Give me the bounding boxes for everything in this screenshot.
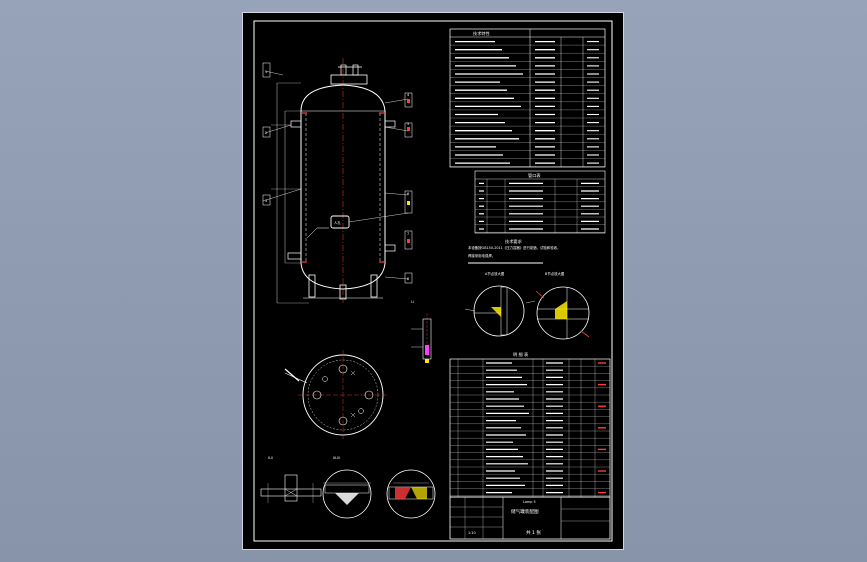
section-weld-1: II-II <box>260 456 322 503</box>
detail-a-label: A节点放大图 <box>485 271 505 276</box>
spec-table-rows <box>450 40 605 264</box>
drawing-frame <box>253 20 613 542</box>
balloon-7: 7 <box>407 232 409 236</box>
tech-requirements: 技术要求 本设备按GB150-2011《压力容器》进行制造、试验和验收。 焊接采… <box>468 238 560 258</box>
plan-view <box>284 350 388 440</box>
section-weld-2: III-III <box>322 456 372 519</box>
detail-a: A节点放大图 <box>464 271 536 337</box>
title-scale: 1:10 <box>468 531 476 535</box>
tech-req-line-2: 焊接采用电弧焊。 <box>468 253 495 258</box>
detail-b-label: B节点放大图 <box>545 271 565 276</box>
section-label-1: I-I <box>411 300 414 304</box>
balloon-8: 8 <box>407 277 409 281</box>
balloon-3: 3 <box>265 199 267 203</box>
tech-req-line-1: 本设备按GB150-2011《压力容器》进行制造、试验和验收。 <box>468 245 560 250</box>
section-label-3: III-III <box>333 456 340 460</box>
manhole-tag: 人孔 <box>334 220 341 225</box>
parts-list-rows <box>450 362 610 496</box>
nozzle-table-rows <box>475 182 605 233</box>
drawing-sheet: 人孔 <box>243 13 623 549</box>
title-block: Lamp 5 储气罐装配图 1:10 共 1 张 <box>449 496 611 540</box>
section-weld-3 <box>386 469 436 519</box>
vessel-elevation: 人孔 <box>262 58 413 304</box>
nozzle-table-title: 管口表 <box>528 172 541 179</box>
balloon-2: 2 <box>265 131 267 135</box>
balloon-1: 1 <box>265 70 267 74</box>
detail-b: B节点放大图 <box>535 271 590 340</box>
tech-req-title: 技术要求 <box>505 238 523 245</box>
nozzle-section: I-I <box>411 300 432 363</box>
balloon-5: 5 <box>407 122 409 126</box>
cad-drawing: 人孔 <box>253 20 613 542</box>
title-sheet: 共 1 张 <box>526 529 541 536</box>
spec-table-title: 技术特性 <box>473 30 490 37</box>
spec-table: 技术特性 <box>449 28 606 168</box>
balloon-6: 6 <box>407 192 409 196</box>
parts-list-title: 明 细 表 <box>513 351 529 358</box>
title-line-2: 储气罐装配图 <box>511 508 539 515</box>
nozzle-table: 管口表 <box>474 170 606 234</box>
title-line-1: Lamp 5 <box>523 500 536 504</box>
balloon-4: 4 <box>407 93 409 97</box>
parts-list: 明 细 表 <box>449 351 611 498</box>
section-label-2: II-II <box>268 456 273 460</box>
